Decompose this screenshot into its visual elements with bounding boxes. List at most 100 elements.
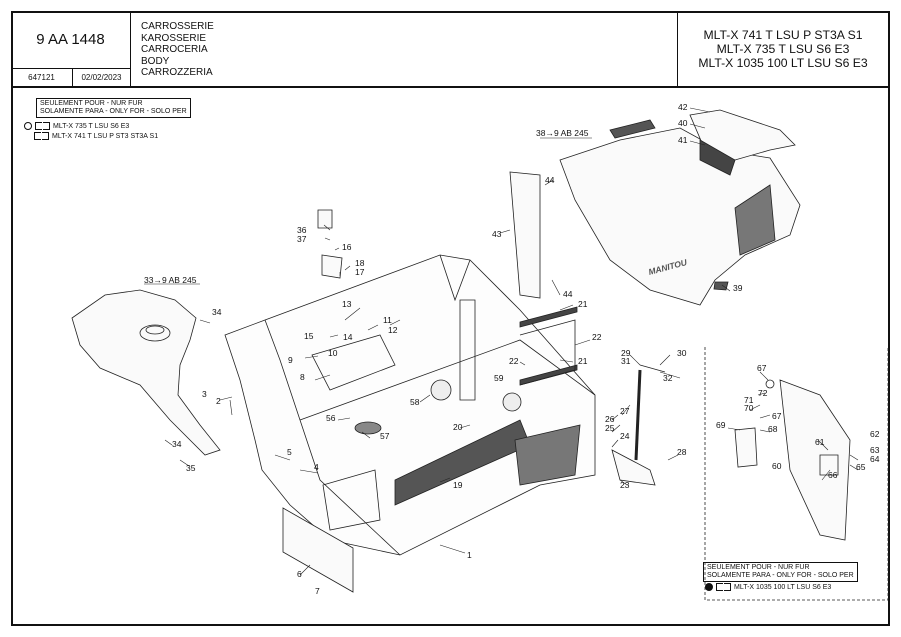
part-label-14[interactable]: 14 [343, 332, 353, 342]
note-bottom-title2: SOLAMENTE PARA - ONLY FOR - SOLO PER [707, 572, 854, 579]
part-label-66[interactable]: 66 [828, 470, 838, 480]
bracket-61 [819, 454, 839, 476]
hinge-36 [317, 209, 333, 229]
part-label-24[interactable]: 24 [620, 431, 630, 441]
part-label-71[interactable]: 71 [744, 395, 754, 405]
part-label-34a[interactable]: 34 [212, 307, 222, 317]
part-label-17[interactable]: 17 [355, 267, 365, 277]
part-label-62[interactable]: 62 [870, 429, 880, 439]
part-label-37[interactable]: 37 [297, 234, 307, 244]
part-label-61[interactable]: 61 [815, 437, 825, 447]
gas-strut-27 [634, 369, 642, 461]
part-label-36[interactable]: 36 [297, 225, 307, 235]
part-label-31[interactable]: 31 [621, 356, 631, 366]
part-label-32[interactable]: 32 [663, 373, 673, 383]
section-name-fr: CARROSSERIE [141, 21, 214, 32]
part-label-12[interactable]: 12 [388, 325, 398, 335]
part-label-25[interactable]: 25 [605, 423, 615, 433]
part-label-7[interactable]: 7 [315, 586, 320, 596]
section-name-en: BODY [141, 55, 170, 67]
bracket-icon [34, 132, 41, 140]
bracket-icon [724, 583, 731, 591]
seal-strip-38 [609, 119, 656, 139]
part-label-40[interactable]: 40 [678, 118, 688, 128]
part-label-42[interactable]: 42 [678, 102, 688, 112]
part-label-68[interactable]: 68 [768, 424, 778, 434]
part-label-29[interactable]: 29 [621, 348, 631, 358]
part-label-2[interactable]: 2 [216, 396, 221, 406]
part-label-19[interactable]: 19 [453, 480, 463, 490]
part-label-11[interactable]: 11 [383, 315, 392, 325]
part-label-20[interactable]: 20 [453, 422, 463, 432]
open-circle-icon [24, 122, 32, 130]
part-label-26[interactable]: 26 [605, 414, 615, 424]
front-cutout [322, 469, 381, 531]
part-label-22a[interactable]: 22 [592, 332, 602, 342]
part-label-21a[interactable]: 21 [578, 299, 588, 309]
badge-39 [713, 281, 729, 291]
detail-box [704, 347, 889, 601]
rear-window-post [459, 299, 476, 401]
part-label-8[interactable]: 8 [300, 372, 305, 382]
part-label-65[interactable]: 65 [856, 462, 866, 472]
part-label-34b[interactable]: 34 [172, 439, 182, 449]
callout-38[interactable]: 38→9 AB 245 [536, 128, 589, 138]
applicability-note-bottom: SEULEMENT POUR - NUR FUR SOLAMENTE PARA … [703, 562, 858, 582]
rear-panel-43 [509, 171, 541, 299]
part-label-67b[interactable]: 67 [772, 411, 782, 421]
part-label-1[interactable]: 1 [467, 550, 472, 560]
grommet-57 [354, 421, 382, 435]
callout-underlines [144, 137, 592, 285]
part-label-9[interactable]: 9 [288, 355, 293, 365]
part-label-57[interactable]: 57 [380, 431, 390, 441]
part-label-44a[interactable]: 44 [545, 175, 555, 185]
filled-circle-icon [705, 583, 713, 591]
part-label-5[interactable]: 5 [287, 447, 292, 457]
part-label-56[interactable]: 56 [326, 413, 336, 423]
part-label-35[interactable]: 35 [186, 463, 196, 473]
left-cowl-opening [139, 324, 171, 342]
part-label-58[interactable]: 58 [410, 397, 420, 407]
component-58 [430, 379, 452, 401]
part-label-60[interactable]: 60 [772, 461, 782, 471]
part-label-70[interactable]: 70 [744, 403, 754, 413]
part-label-18[interactable]: 18 [355, 258, 365, 268]
part-label-22b[interactable]: 22 [509, 356, 519, 366]
note-bottom-item1: MLT-X 1035 100 LT LSU S6 E3 [705, 583, 831, 592]
part-label-67a[interactable]: 67 [757, 363, 767, 373]
bracket-icon [35, 122, 42, 130]
part-label-39[interactable]: 39 [733, 283, 743, 293]
part-label-28[interactable]: 28 [677, 447, 687, 457]
part-label-72[interactable]: 72 [758, 388, 768, 398]
note-bottom-item1-text: MLT-X 1035 100 LT LSU S6 E3 [734, 583, 832, 591]
part-label-69[interactable]: 69 [716, 420, 726, 430]
part-label-13[interactable]: 13 [342, 299, 352, 309]
part-label-6[interactable]: 6 [297, 569, 302, 579]
applicability-note-top: SEULEMENT POUR - NUR FUR SOLAMENTE PARA … [36, 98, 191, 118]
section-name-it: CARROZZERIA [141, 67, 213, 79]
control-console [311, 334, 396, 391]
seal-21-bottom [519, 364, 578, 386]
part-label-4[interactable]: 4 [314, 462, 319, 472]
part-label-63[interactable]: 63 [870, 445, 880, 455]
part-label-23[interactable]: 23 [620, 480, 630, 490]
model-2: MLT-X 735 T LSU S6 E3 [716, 41, 850, 56]
part-label-21b[interactable]: 21 [578, 356, 588, 366]
part-label-59[interactable]: 59 [494, 373, 504, 383]
part-label-44b[interactable]: 44 [563, 289, 573, 299]
part-label-30[interactable]: 30 [677, 348, 687, 358]
part-label-3[interactable]: 3 [202, 389, 207, 399]
note-top-box: SEULEMENT POUR - NUR FUR SOLAMENTE PARA … [36, 98, 191, 118]
part-label-27[interactable]: 27 [620, 406, 630, 416]
callout-33[interactable]: 33→9 AB 245 [144, 275, 197, 285]
seal-21-top [519, 306, 578, 328]
part-label-43[interactable]: 43 [492, 229, 502, 239]
part-label-10[interactable]: 10 [328, 348, 338, 358]
side-vent-panel [514, 424, 581, 486]
note-top-item2-text: MLT-X 741 T LSU P ST3 ST3A S1 [52, 132, 159, 140]
part-label-41[interactable]: 41 [678, 135, 688, 145]
part-label-15[interactable]: 15 [304, 331, 314, 341]
part-label-64[interactable]: 64 [870, 454, 880, 464]
part-label-16[interactable]: 16 [342, 242, 352, 252]
